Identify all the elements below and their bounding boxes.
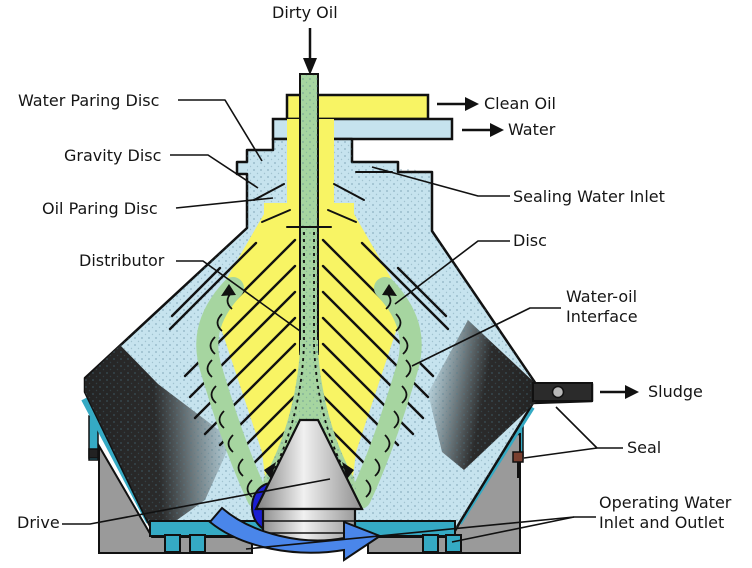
label-operating-water-line1: Operating Water	[599, 493, 732, 512]
leader-gravity-disc	[170, 154, 259, 189]
label-operating-water-line2: Inlet and Outlet	[599, 513, 725, 532]
flow-arrow-right	[342, 462, 354, 479]
leader-oil-paring-disc	[175, 197, 274, 209]
label-oil-paring-disc: Oil Paring Disc	[42, 199, 158, 218]
seal-ring	[512, 451, 524, 463]
label-distributor: Distributor	[79, 251, 165, 270]
operating-water-channel	[422, 534, 439, 553]
flow-arrow-left	[264, 462, 276, 479]
sludge-port	[532, 382, 593, 402]
operating-water-channel	[445, 534, 462, 553]
sludge-port-valve	[551, 385, 565, 399]
leader-drive	[62, 478, 331, 525]
flow-arrows	[303, 28, 639, 399]
left-seal	[88, 448, 99, 459]
label-operating-water: Operating Water Inlet and Outlet	[599, 493, 731, 533]
label-water-oil-interface-line1: Water-oil	[566, 287, 638, 306]
label-gravity-disc: Gravity Disc	[64, 146, 162, 165]
leader-water-oil-interface	[411, 307, 561, 367]
paring-disc-details	[253, 171, 393, 228]
label-sludge: Sludge	[648, 382, 703, 401]
leader-water-paring-disc	[178, 99, 263, 162]
leader-lines	[62, 99, 623, 550]
feed-band-left	[196, 277, 269, 509]
leader-seal-2	[523, 447, 598, 459]
label-sealing-water-inlet: Sealing Water Inlet	[513, 187, 665, 206]
distributor-dashes	[272, 232, 346, 473]
flow-waves	[206, 291, 412, 498]
feed-band-right	[349, 277, 422, 509]
leader-seal-1	[555, 406, 623, 449]
operating-water-channel	[164, 534, 181, 553]
label-drive: Drive	[17, 513, 60, 532]
label-dirty-oil: Dirty Oil	[272, 3, 338, 22]
feed-arrow-right-top	[382, 284, 397, 296]
leader-disc	[394, 240, 510, 305]
label-water-oil-interface: Water-oil Interface	[566, 287, 638, 327]
label-water: Water	[508, 120, 556, 139]
leader-sealing-water-inlet	[371, 166, 510, 197]
rotation-arrow	[208, 506, 383, 562]
left-housing-block	[98, 442, 253, 554]
tube-texture	[300, 74, 318, 354]
right-seal-detail	[512, 451, 524, 478]
label-seal: Seal	[627, 438, 662, 457]
leader-distributor	[176, 260, 301, 332]
label-water-oil-interface-line2: Interface	[566, 307, 638, 326]
leader-operating-water-2	[451, 516, 575, 543]
label-water-paring-disc: Water Paring Disc	[18, 91, 160, 110]
label-disc: Disc	[513, 231, 547, 250]
label-clean-oil: Clean Oil	[484, 94, 556, 113]
feed-arrow-left-top	[221, 284, 236, 296]
operating-water-channel	[189, 534, 206, 553]
